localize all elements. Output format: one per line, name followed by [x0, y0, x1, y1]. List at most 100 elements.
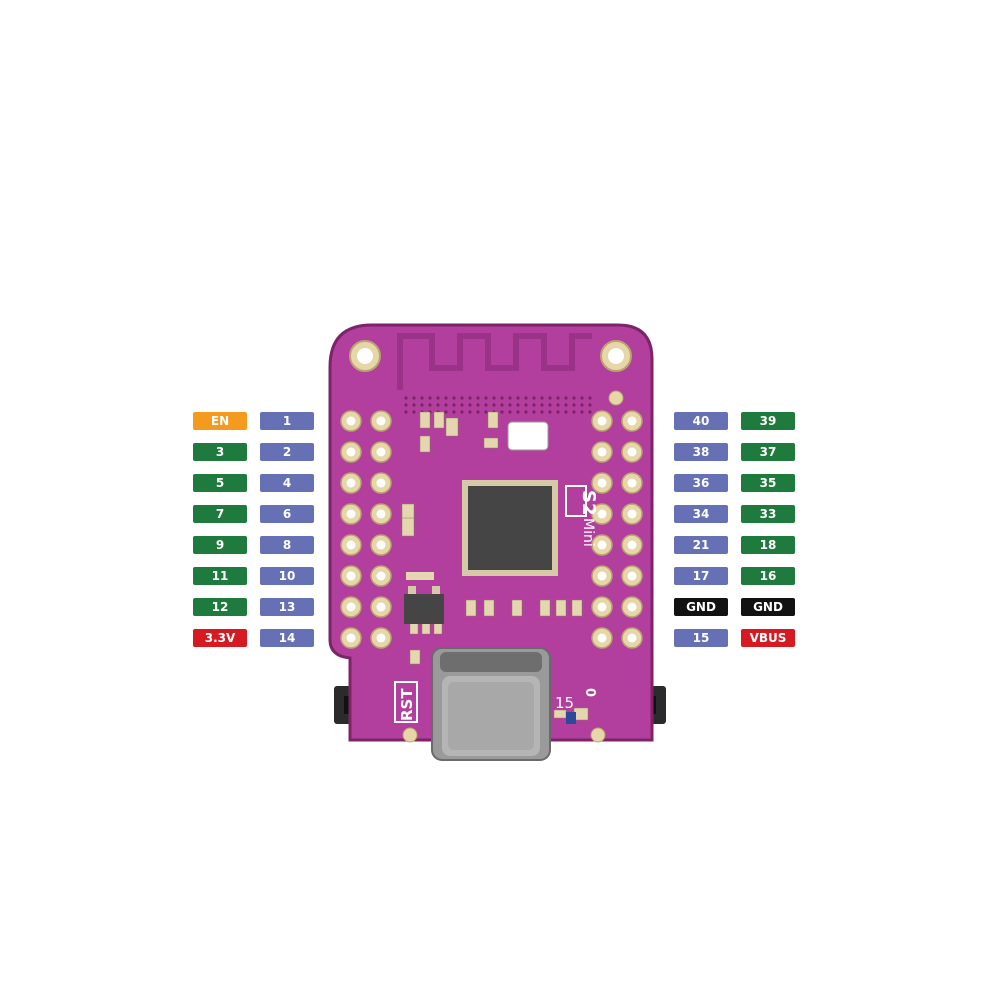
via-dot	[572, 410, 576, 414]
pin-label-right-outer: 33	[741, 505, 795, 523]
pin-label-left-outer: 5	[193, 474, 247, 492]
via-dot	[500, 396, 504, 400]
via-icon	[590, 727, 606, 743]
pin-label-left-inner: 2	[260, 443, 314, 461]
pin-label-left-inner: 14	[260, 629, 314, 647]
pin-pad-icon	[340, 627, 362, 649]
pin-pad-icon	[340, 441, 362, 463]
via-dot	[532, 396, 536, 400]
pin-pad-icon	[370, 503, 392, 525]
pin-label-right-inner: 17	[674, 567, 728, 585]
pin-label-left-outer: 7	[193, 505, 247, 523]
via-dot	[444, 410, 448, 414]
via-dot	[444, 396, 448, 400]
pin-pad-icon	[370, 472, 392, 494]
via-dot	[452, 410, 456, 414]
via-dot	[580, 410, 584, 414]
via-dot	[516, 403, 520, 407]
pin-pad-icon	[591, 596, 613, 618]
via-dot	[516, 396, 520, 400]
pin-pad-icon	[621, 503, 643, 525]
pin-pad-icon	[591, 441, 613, 463]
esp32-s2-chip	[462, 480, 558, 576]
pin-label-right-inner: 36	[674, 474, 728, 492]
via-dot	[412, 410, 416, 414]
pin-label-left-inner: 8	[260, 536, 314, 554]
via-dot	[540, 403, 544, 407]
via-dot	[556, 396, 560, 400]
pin-label-right-outer: VBUS	[741, 629, 795, 647]
via-dot	[548, 410, 552, 414]
pin-label-right-outer: 18	[741, 536, 795, 554]
pin-pad-icon	[621, 534, 643, 556]
via-dot	[540, 410, 544, 414]
via-dot	[588, 403, 592, 407]
via-dot	[508, 410, 512, 414]
pin-pad-icon	[340, 503, 362, 525]
via-dot	[484, 410, 488, 414]
via-dot	[476, 410, 480, 414]
via-dot	[404, 403, 408, 407]
mounting-hole-icon	[349, 340, 381, 372]
via-dot	[588, 396, 592, 400]
pin-label-right-inner: 38	[674, 443, 728, 461]
pin-pad-icon	[621, 565, 643, 587]
silkscreen-chip: S2	[578, 490, 599, 516]
pin-pad-icon	[591, 503, 613, 525]
via-dot	[556, 403, 560, 407]
pin-label-right-outer: 39	[741, 412, 795, 430]
via-dot	[420, 403, 424, 407]
via-dot	[556, 410, 560, 414]
via-dot	[540, 396, 544, 400]
via-dot	[564, 396, 568, 400]
pin-label-left-inner: 10	[260, 567, 314, 585]
via-dot	[500, 403, 504, 407]
via-dot	[572, 396, 576, 400]
usb-c-port[interactable]	[431, 647, 551, 761]
mounting-hole-icon	[600, 340, 632, 372]
via-dot	[412, 396, 416, 400]
voltage-regulator	[404, 572, 444, 624]
pin-pad-icon	[340, 472, 362, 494]
pin-label-left-inner: 4	[260, 474, 314, 492]
pin-label-left-outer: 3.3V	[193, 629, 247, 647]
via-dot	[572, 403, 576, 407]
via-dot	[436, 396, 440, 400]
pin-pad-icon	[340, 596, 362, 618]
pin-pad-icon	[591, 534, 613, 556]
via-icon	[608, 390, 624, 406]
pin-pad-icon	[591, 472, 613, 494]
pin-pad-icon	[370, 441, 392, 463]
via-dot	[516, 410, 520, 414]
via-dot	[508, 403, 512, 407]
via-dot	[412, 403, 416, 407]
via-dot	[468, 403, 472, 407]
pin-pad-icon	[370, 410, 392, 432]
via-dot	[404, 410, 408, 414]
silkscreen-model: S2 Mini	[565, 485, 599, 547]
pin-pad-icon	[591, 627, 613, 649]
via-dot	[444, 403, 448, 407]
pin-pad-icon	[370, 627, 392, 649]
pin-pad-icon	[621, 472, 643, 494]
via-dot	[468, 410, 472, 414]
via-dot	[484, 403, 488, 407]
via-dot	[436, 403, 440, 407]
pin-pad-icon	[591, 565, 613, 587]
silkscreen-rst: RST	[398, 688, 416, 721]
via-dot	[476, 403, 480, 407]
via-dot	[532, 403, 536, 407]
pin-label-right-outer: 37	[741, 443, 795, 461]
via-dot	[460, 410, 464, 414]
pin-label-right-inner: 34	[674, 505, 728, 523]
pin-pad-icon	[370, 565, 392, 587]
via-dot	[492, 403, 496, 407]
via-grid	[404, 396, 592, 414]
led-indicator	[566, 712, 576, 724]
via-dot	[460, 403, 464, 407]
pin-label-left-outer: 3	[193, 443, 247, 461]
pin-pad-icon	[621, 441, 643, 463]
pin-label-left-inner: 6	[260, 505, 314, 523]
pin-label-right-inner: 21	[674, 536, 728, 554]
via-dot	[500, 410, 504, 414]
